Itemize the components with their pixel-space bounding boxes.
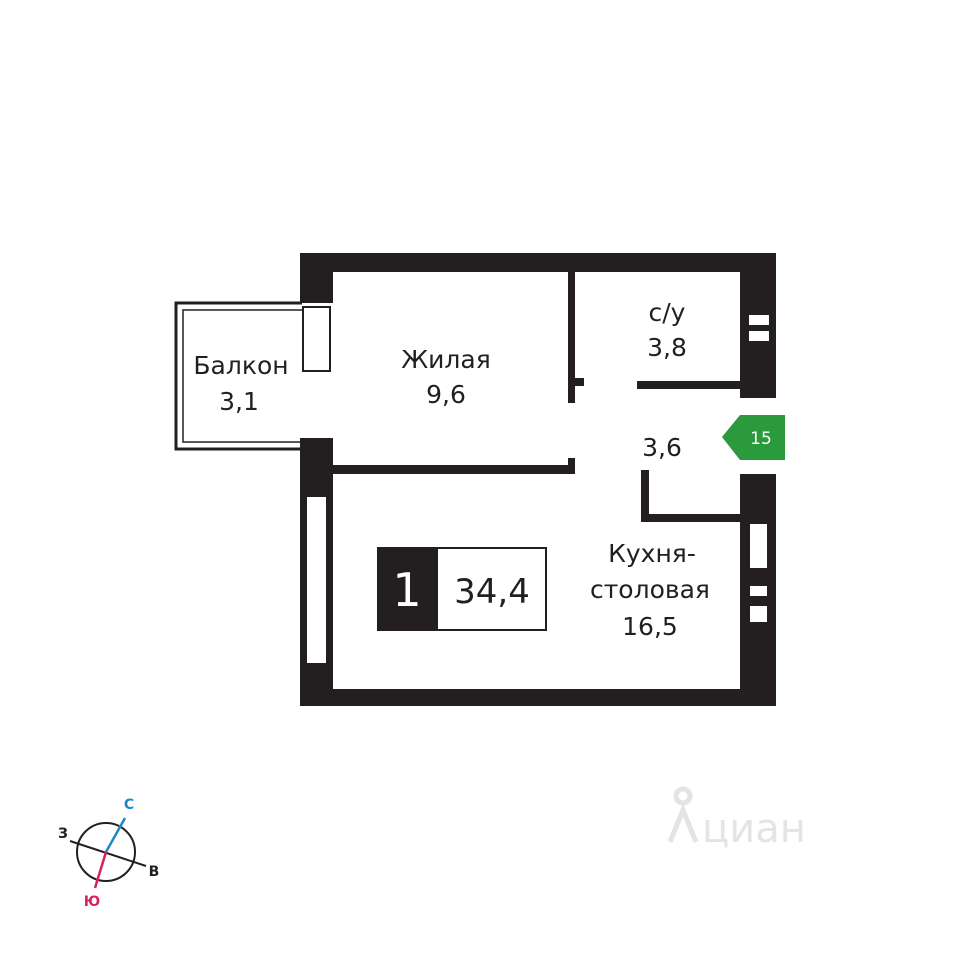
wall-hall-bottom bbox=[641, 514, 743, 522]
wall-hall-left bbox=[641, 470, 649, 520]
compass-south-label: Ю bbox=[84, 894, 100, 910]
window-kitchen-right-3 bbox=[748, 604, 769, 624]
badge-rooms-count: 1 bbox=[392, 563, 421, 617]
wall-bottom bbox=[300, 689, 776, 706]
balcony-name: Балкон bbox=[193, 351, 288, 380]
kitchen-name-line1: Кухня- bbox=[608, 539, 696, 568]
bathroom-area: 3,8 bbox=[647, 333, 687, 362]
badge-total-area: 34,4 bbox=[454, 572, 530, 612]
wall-top bbox=[300, 253, 776, 272]
kitchen-area: 16,5 bbox=[622, 612, 678, 641]
compass-south-line bbox=[93, 851, 108, 889]
compass-north-label: С bbox=[124, 797, 134, 813]
balcony-outline bbox=[174, 301, 302, 451]
watermark-text: циан bbox=[702, 806, 806, 852]
compass-circle bbox=[76, 822, 136, 882]
wall-stub-lower bbox=[568, 458, 575, 474]
living-area: 9,6 bbox=[426, 380, 466, 409]
wall-stub-upper bbox=[568, 378, 584, 386]
floor-number: 15 bbox=[750, 429, 772, 449]
badge-rooms-box bbox=[377, 547, 437, 631]
compass-west-east-line bbox=[69, 840, 147, 867]
window-bath-2 bbox=[747, 329, 771, 343]
compass-north-line bbox=[104, 817, 127, 853]
bathroom-name: с/у bbox=[649, 298, 686, 327]
wall-living-kitchen bbox=[333, 465, 575, 474]
cian-logo-icon bbox=[667, 786, 699, 843]
window-balcony-door bbox=[302, 306, 331, 372]
windows bbox=[302, 306, 771, 665]
balcony-area: 3,1 bbox=[219, 387, 259, 416]
hall-area: 3,6 bbox=[642, 433, 682, 462]
window-kitchen-right-1 bbox=[748, 522, 769, 570]
compass-east-label: В bbox=[149, 864, 160, 880]
badge-area-box bbox=[436, 547, 547, 631]
wall-living-bath bbox=[568, 270, 575, 403]
wall-left-top bbox=[300, 253, 333, 303]
compass-icon: С З В Ю bbox=[58, 797, 159, 910]
living-name: Жилая bbox=[401, 345, 491, 374]
watermark: циан bbox=[667, 786, 806, 852]
floor-marker-flag bbox=[722, 415, 785, 460]
window-kitchen-left bbox=[305, 495, 328, 665]
kitchen-name-line2: столовая bbox=[590, 575, 710, 604]
apartment-badge: 1 34,4 bbox=[377, 547, 547, 631]
floor-marker: 15 bbox=[722, 415, 785, 460]
window-kitchen-right-2 bbox=[748, 584, 769, 598]
window-bath-1 bbox=[747, 313, 771, 327]
compass-west-label: З bbox=[58, 826, 68, 842]
wall-bath-bottom bbox=[637, 381, 743, 389]
walls bbox=[300, 253, 776, 706]
